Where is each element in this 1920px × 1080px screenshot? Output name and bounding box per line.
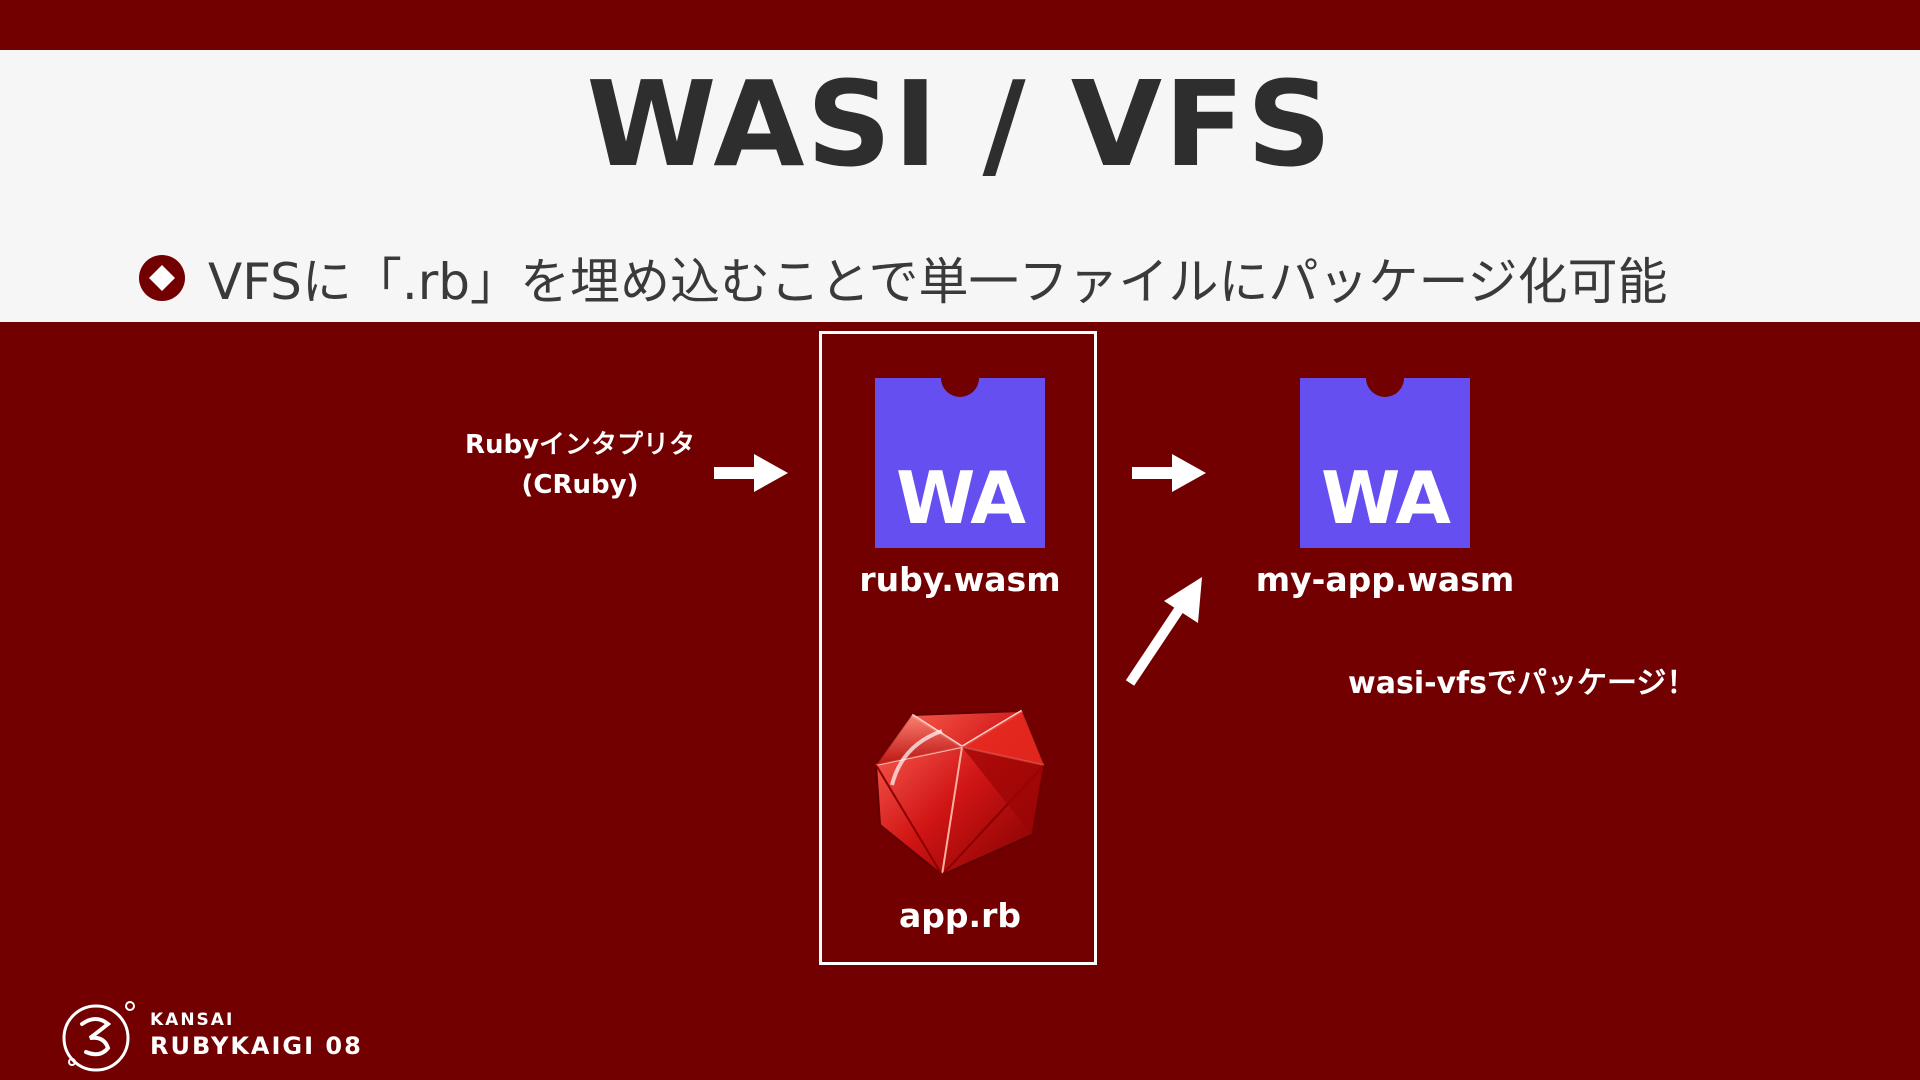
ruby-wasm-label: ruby.wasm bbox=[859, 560, 1061, 599]
app-rb-label: app.rb bbox=[899, 896, 1021, 935]
logo-notch bbox=[1366, 359, 1404, 397]
arrow-up-right-icon bbox=[1125, 577, 1202, 686]
interpreter-label-line1: Rubyインタプリタ bbox=[464, 430, 696, 460]
arrow-right-icon bbox=[714, 454, 788, 492]
logo-event: RUBYKAIGI 08 bbox=[150, 1032, 363, 1060]
arrow-right-icon bbox=[1132, 454, 1206, 492]
header-band bbox=[0, 50, 1920, 322]
my-app-wasm-logo-text: WA bbox=[1321, 456, 1451, 540]
bullet-text: VFSに「.rb」を埋め込むことで単一ファイルにパッケージ化可能 bbox=[208, 253, 1668, 311]
my-app-wasm-label: my-app.wasm bbox=[1255, 560, 1515, 599]
vfs-note: wasi-vfsでパッケージ！ bbox=[1348, 666, 1697, 701]
webassembly-logo-icon: WA bbox=[1300, 359, 1470, 548]
bullet-item: VFSに「.rb」を埋め込むことで単一ファイルにパッケージ化可能 bbox=[138, 246, 1668, 311]
rubykaigi-logo-icon bbox=[62, 1001, 135, 1072]
ruby-gem-icon bbox=[874, 709, 1046, 877]
rubykaigi-logo: KANSAI RUBYKAIGI 08 bbox=[60, 996, 363, 1074]
ruby-wasm-logo-text: WA bbox=[896, 456, 1026, 540]
logo-text: KANSAI RUBYKAIGI 08 bbox=[150, 1010, 363, 1060]
logo-kansai: KANSAI bbox=[150, 1010, 235, 1030]
interpreter-label-line2: (CRuby) bbox=[521, 470, 639, 500]
package-box bbox=[819, 331, 1097, 965]
logo-notch bbox=[941, 359, 979, 397]
bullet-diamond-icon bbox=[139, 255, 185, 301]
webassembly-logo-icon: WA bbox=[875, 359, 1045, 548]
interpreter-label: Rubyインタプリタ (CRuby) bbox=[440, 425, 720, 505]
slide-title: WASI / VFS bbox=[586, 55, 1334, 193]
